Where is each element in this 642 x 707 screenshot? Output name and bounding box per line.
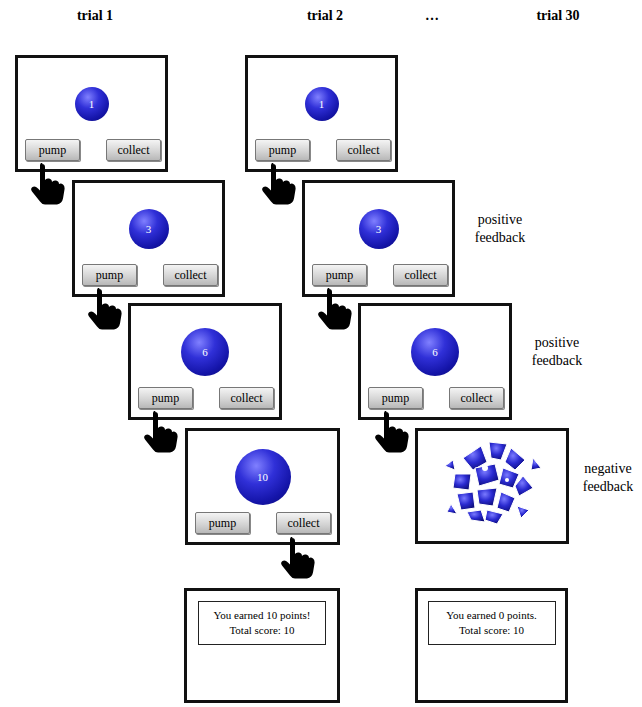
balloon: 1 — [75, 87, 109, 121]
ellipsis: … — [412, 8, 452, 24]
button-label: collect — [288, 516, 320, 531]
pump-count: 1 — [319, 98, 325, 110]
screen-frame: 6 pump collect — [128, 303, 282, 420]
button-label: collect — [175, 268, 207, 283]
hand-cursor — [144, 411, 177, 453]
pump-count: 6 — [432, 346, 438, 358]
button: pump — [82, 264, 137, 286]
burst-screen — [415, 428, 569, 544]
screen-frame: 1 pump collect — [15, 55, 168, 172]
feedback-note: negative feedback — [577, 460, 639, 496]
screen-frame: 1 pump collect — [245, 55, 398, 172]
button-label: pump — [269, 143, 296, 158]
screen-frame: You earned 10 points!Total score: 10 — [184, 588, 340, 703]
button: collect — [276, 512, 331, 534]
screen-frame: 3 pump collect — [72, 180, 225, 297]
message-text: Total score: 10 — [435, 623, 549, 638]
button-label: pump — [209, 516, 236, 531]
button-label: pump — [382, 391, 409, 406]
balloon: 3 — [129, 209, 169, 249]
button: collect — [219, 387, 274, 409]
button-label: collect — [405, 268, 437, 283]
column-heading: trial 30 — [513, 8, 603, 24]
button: collect — [393, 264, 448, 286]
balloon: 6 — [411, 328, 459, 376]
message-text: Total score: 10 — [205, 623, 319, 638]
button: pump — [255, 139, 310, 161]
button: collect — [336, 139, 391, 161]
hand-cursor — [281, 537, 314, 579]
pump-count: 10 — [257, 471, 268, 483]
button: collect — [106, 139, 161, 161]
feedback-note: positive feedback — [463, 211, 537, 247]
button: pump — [138, 387, 193, 409]
message-box: You earned 0 points.Total score: 10 — [428, 601, 556, 645]
button: pump — [25, 139, 80, 161]
button: pump — [312, 264, 367, 286]
hand-cursor — [375, 411, 408, 453]
pump-count: 3 — [376, 223, 382, 235]
column-heading: trial 1 — [50, 8, 140, 24]
message-text: You earned 0 points. — [435, 608, 549, 623]
hand-cursor — [318, 288, 351, 330]
hand-cursor — [31, 163, 64, 205]
pump-count: 6 — [202, 346, 208, 358]
pump-count: 1 — [89, 98, 95, 110]
button: collect — [163, 264, 218, 286]
button: pump — [368, 387, 423, 409]
button-label: pump — [152, 391, 179, 406]
message-box: You earned 10 points!Total score: 10 — [198, 601, 326, 645]
screen-frame: 10 pump collect — [185, 428, 340, 545]
button-label: collect — [231, 391, 263, 406]
pump-count: 3 — [146, 223, 152, 235]
message-text: You earned 10 points! — [205, 608, 319, 623]
button: collect — [449, 387, 504, 409]
button-label: pump — [39, 143, 66, 158]
button-label: pump — [326, 268, 353, 283]
button-label: collect — [348, 143, 380, 158]
button-label: collect — [118, 143, 150, 158]
button-label: pump — [96, 268, 123, 283]
balloon: 6 — [181, 328, 229, 376]
button: pump — [195, 512, 250, 534]
screen-frame: 6 pump collect — [358, 303, 512, 420]
screen-frame: You earned 0 points.Total score: 10 — [415, 588, 568, 703]
balloon: 3 — [359, 209, 399, 249]
balloon: 1 — [305, 87, 339, 121]
feedback-note: positive feedback — [520, 334, 594, 370]
balloon: 10 — [235, 449, 291, 505]
hand-cursor — [88, 288, 121, 330]
button-label: collect — [461, 391, 493, 406]
column-heading: trial 2 — [280, 8, 370, 24]
hand-cursor — [262, 163, 295, 205]
screen-frame: 3 pump collect — [302, 180, 455, 297]
